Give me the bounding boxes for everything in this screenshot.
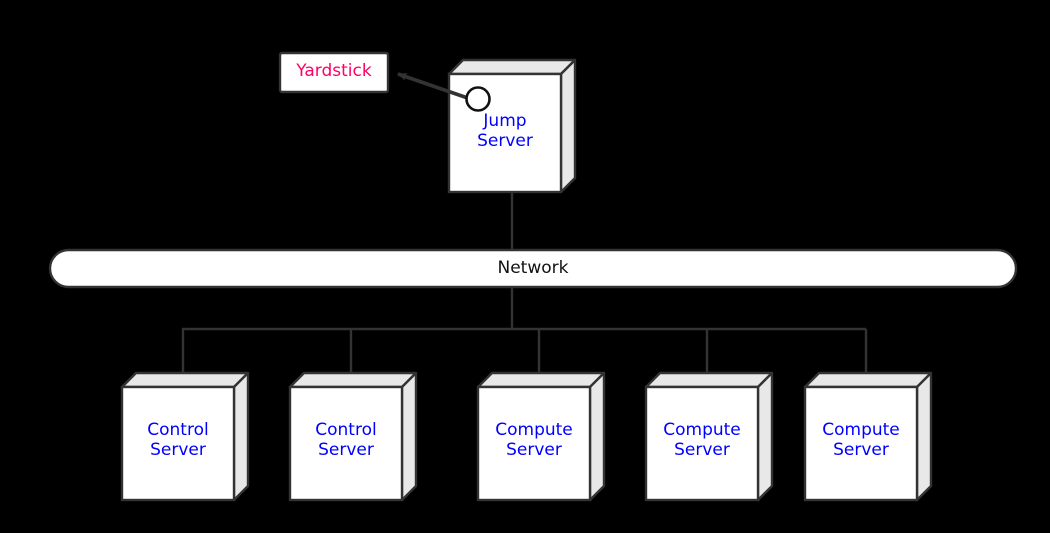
server-front-face <box>644 385 760 502</box>
network-bar[interactable] <box>48 248 1018 289</box>
jump-server-node[interactable] <box>447 58 577 194</box>
server-node[interactable] <box>476 371 606 502</box>
server-side-face <box>588 371 606 502</box>
circle-port-icon <box>465 86 491 112</box>
server-front-face <box>120 385 236 502</box>
server-node[interactable] <box>288 371 418 502</box>
server-side-face <box>232 371 250 502</box>
server-front-face <box>476 385 592 502</box>
server-top-face <box>476 371 606 389</box>
server-front-face <box>803 385 919 502</box>
jump-server-top-face <box>447 58 577 76</box>
server-node[interactable] <box>120 371 250 502</box>
server-top-face <box>120 371 250 389</box>
jump-server-side-face <box>559 58 577 194</box>
server-front-face <box>288 385 404 502</box>
server-top-face <box>803 371 933 389</box>
server-side-face <box>400 371 418 502</box>
server-top-face <box>288 371 418 389</box>
server-node[interactable] <box>803 371 933 502</box>
server-side-face <box>915 371 933 502</box>
yardstick-box[interactable] <box>278 51 390 94</box>
server-side-face <box>756 371 774 502</box>
connector-lines <box>181 192 868 374</box>
jump-server-front-face <box>447 72 563 194</box>
server-node[interactable] <box>644 371 774 502</box>
server-top-face <box>644 371 774 389</box>
